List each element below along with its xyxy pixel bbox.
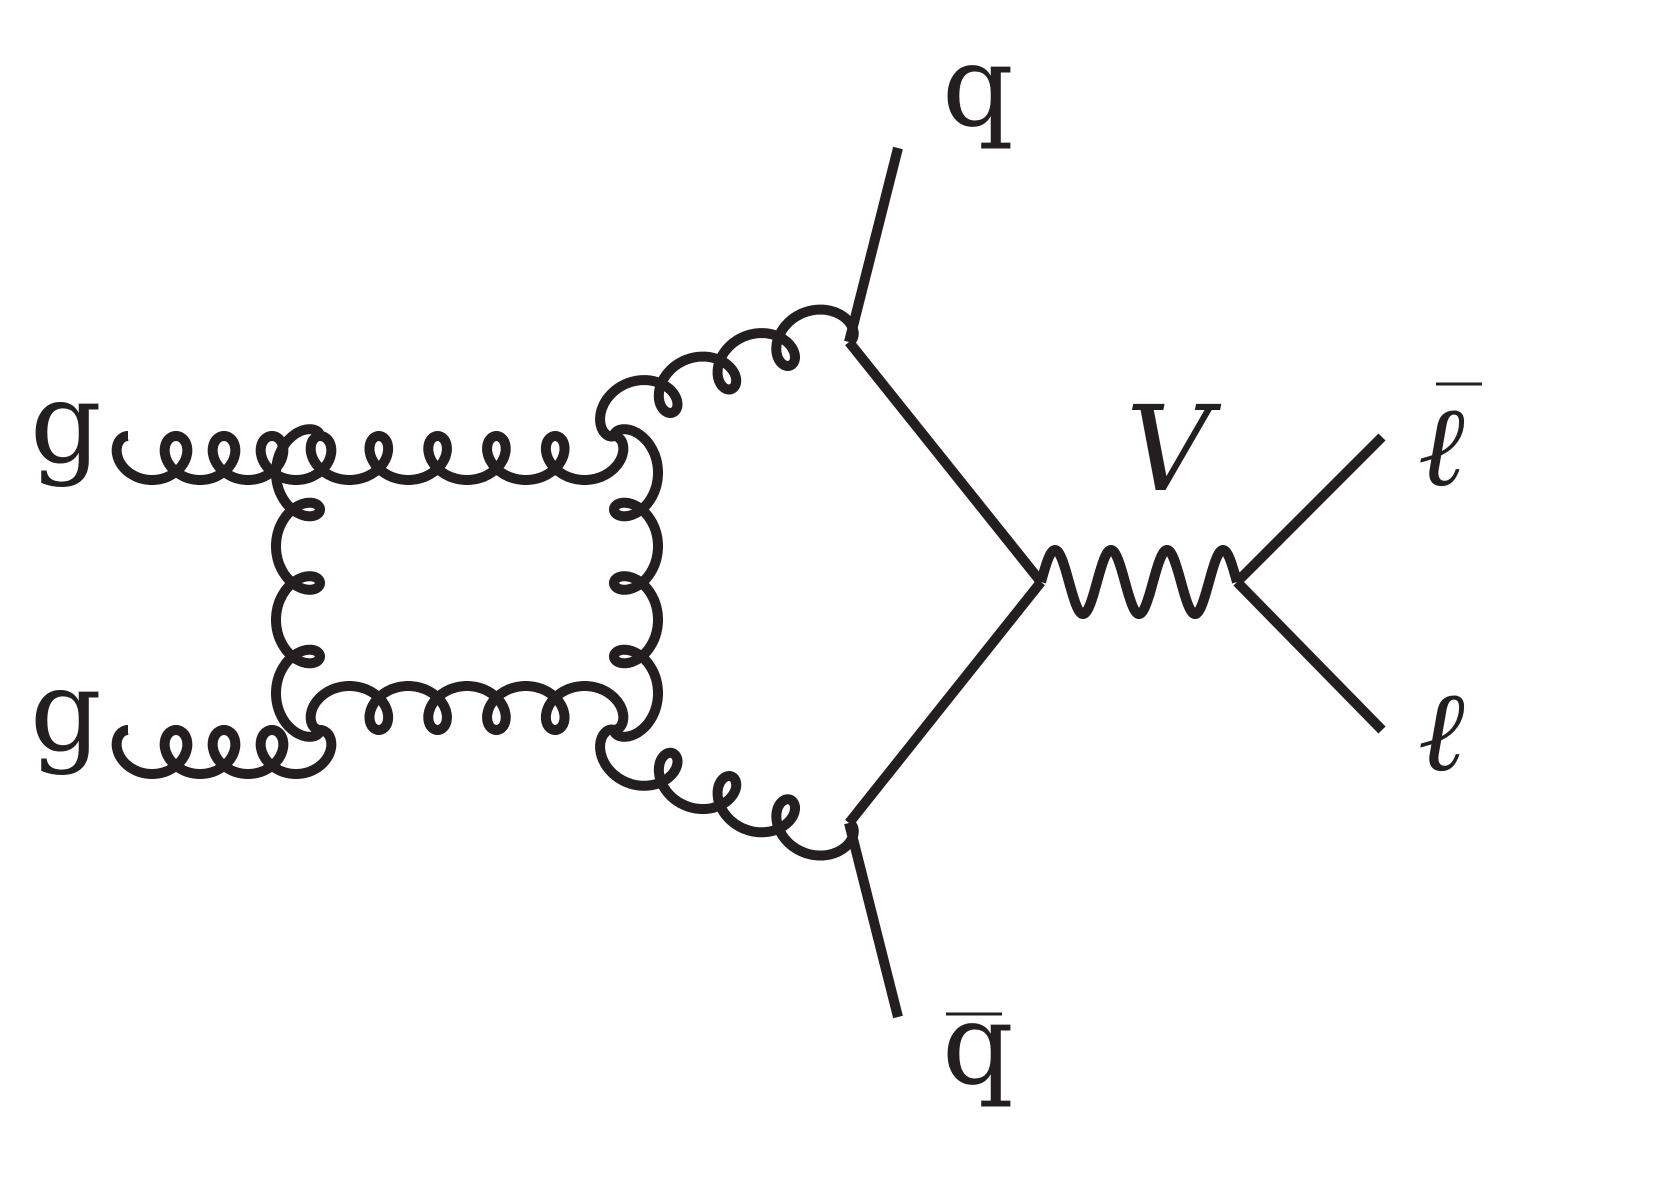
label-quark: q: [942, 22, 1014, 152]
antiquark-line-to-vertex: [845, 578, 1045, 827]
gluon-top-propagator: [305, 431, 629, 485]
gluon-left-vertical: [271, 424, 325, 742]
gluon-in-bottom: [111, 725, 337, 779]
gluon-to-antiquark: [595, 724, 859, 861]
quark-line-to-vertex: [845, 338, 1045, 586]
quark-line-out: [844, 146, 903, 344]
antiquark-line-out: [844, 821, 903, 1019]
lepton-line: [1233, 578, 1386, 734]
gluon-to-quark: [595, 304, 859, 442]
label-gluon-top: g: [30, 359, 102, 489]
antiquark-symbol: q: [942, 980, 1014, 1110]
label-boson-v: V: [1126, 380, 1222, 518]
vector-boson-propagator: [1036, 545, 1242, 619]
antilepton-symbol: ℓ: [1418, 382, 1465, 512]
gluon-in-top: [111, 431, 337, 485]
label-antiquark: q: [942, 980, 1014, 1110]
label-lepton: ℓ: [1418, 667, 1465, 797]
label-gluon-bottom: g: [30, 647, 102, 777]
antilepton-line: [1233, 433, 1386, 586]
label-antilepton: ℓ: [1418, 382, 1482, 512]
gluon-lines: [111, 304, 859, 861]
gluon-right-vertical: [609, 424, 663, 742]
gluon-bottom-propagator: [305, 681, 629, 735]
